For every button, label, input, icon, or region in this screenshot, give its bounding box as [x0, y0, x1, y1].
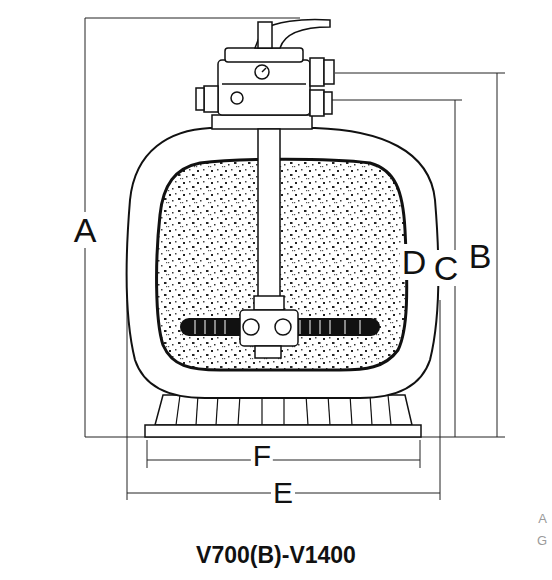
watermark: A [536, 511, 549, 526]
dimension-label: B [467, 238, 494, 274]
dimension-label: F [251, 440, 273, 472]
model-caption: V700(B)-V1400 [196, 542, 356, 569]
dimension-label: D [400, 244, 429, 280]
dimension-label: C [432, 250, 461, 286]
watermark: G [535, 533, 549, 548]
dimension-label: A [72, 212, 99, 248]
dimension-label: E [271, 477, 295, 509]
